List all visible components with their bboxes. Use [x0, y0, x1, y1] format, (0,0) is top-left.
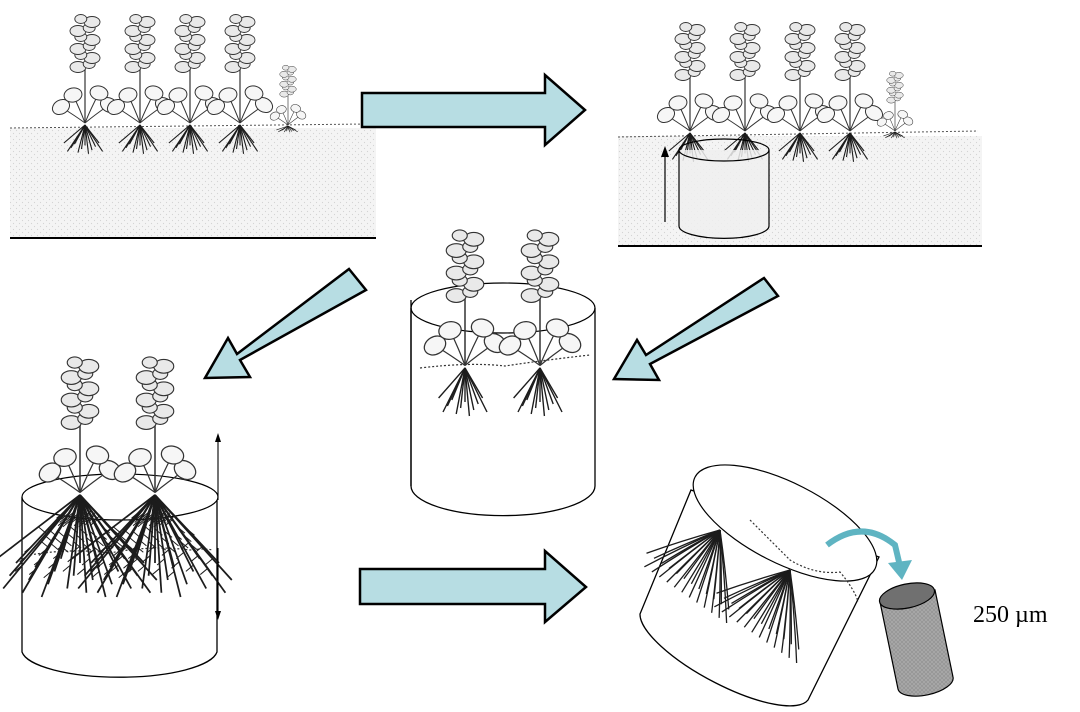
corer-cylinder — [411, 283, 595, 516]
panel-plants-in-corer — [411, 230, 595, 516]
step-arrow-right-bottom — [360, 551, 586, 622]
water-hyacinth-plant — [876, 71, 915, 138]
panel-floating-plants — [10, 15, 376, 239]
step-arrow-down-left-left — [205, 269, 366, 378]
corer-cylinder — [679, 139, 769, 238]
water-hyacinth-plant — [269, 65, 308, 132]
tilted-corer — [640, 442, 893, 706]
step-arrow-right-top — [362, 75, 585, 145]
step-arrow-down-left-right — [614, 278, 778, 380]
panel-corer-lifted — [0, 357, 232, 677]
panel-sieve-pouring — [635, 442, 953, 706]
water-body — [10, 128, 376, 238]
sieve-mesh-size-label: 250 µm — [973, 602, 1048, 629]
panel-corer-inserted — [618, 23, 982, 247]
sieve — [877, 578, 953, 696]
